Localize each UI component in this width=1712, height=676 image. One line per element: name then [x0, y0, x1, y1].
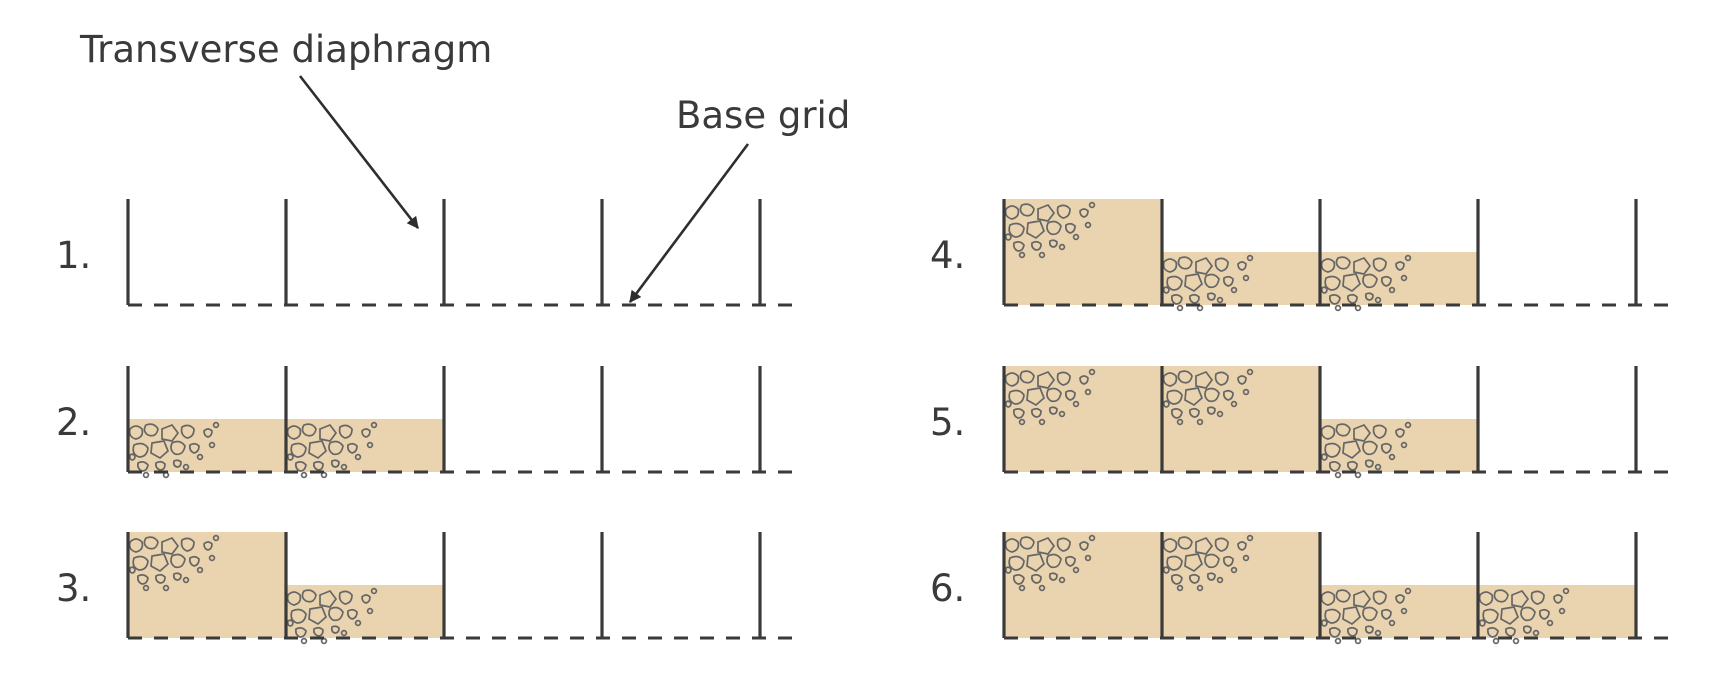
- steps-group: 1. 2. 3. 4. 5. 6.: [56, 199, 1674, 645]
- fill-cell: [1162, 252, 1320, 305]
- step-3: 3.: [56, 532, 798, 645]
- fill-cell: [286, 419, 444, 472]
- step-2: 2.: [56, 366, 798, 479]
- step-label: 4.: [930, 234, 965, 277]
- fill-cell: [1320, 419, 1478, 472]
- base-grid-arrow: [628, 143, 750, 303]
- base-grid-label: Base grid: [676, 94, 850, 137]
- transverse-diaphragm-label: Transverse diaphragm: [79, 28, 492, 71]
- fill-cell: [1478, 585, 1636, 638]
- step-label: 3.: [56, 567, 91, 610]
- step-4: 4.: [930, 199, 1674, 312]
- fill-cell: [286, 585, 444, 638]
- step-6: 6.: [930, 532, 1674, 645]
- step-1: 1.: [56, 199, 798, 307]
- step-label: 2.: [56, 401, 91, 444]
- step-label: 6.: [930, 567, 965, 610]
- step-5: 5.: [930, 366, 1674, 479]
- transverse-diaphragm-arrow: [298, 75, 420, 229]
- fill-cell: [1320, 585, 1478, 638]
- fill-cell: [128, 419, 286, 472]
- step-label: 1.: [56, 234, 91, 277]
- fill-cell: [1320, 252, 1478, 305]
- step-label: 5.: [930, 401, 965, 444]
